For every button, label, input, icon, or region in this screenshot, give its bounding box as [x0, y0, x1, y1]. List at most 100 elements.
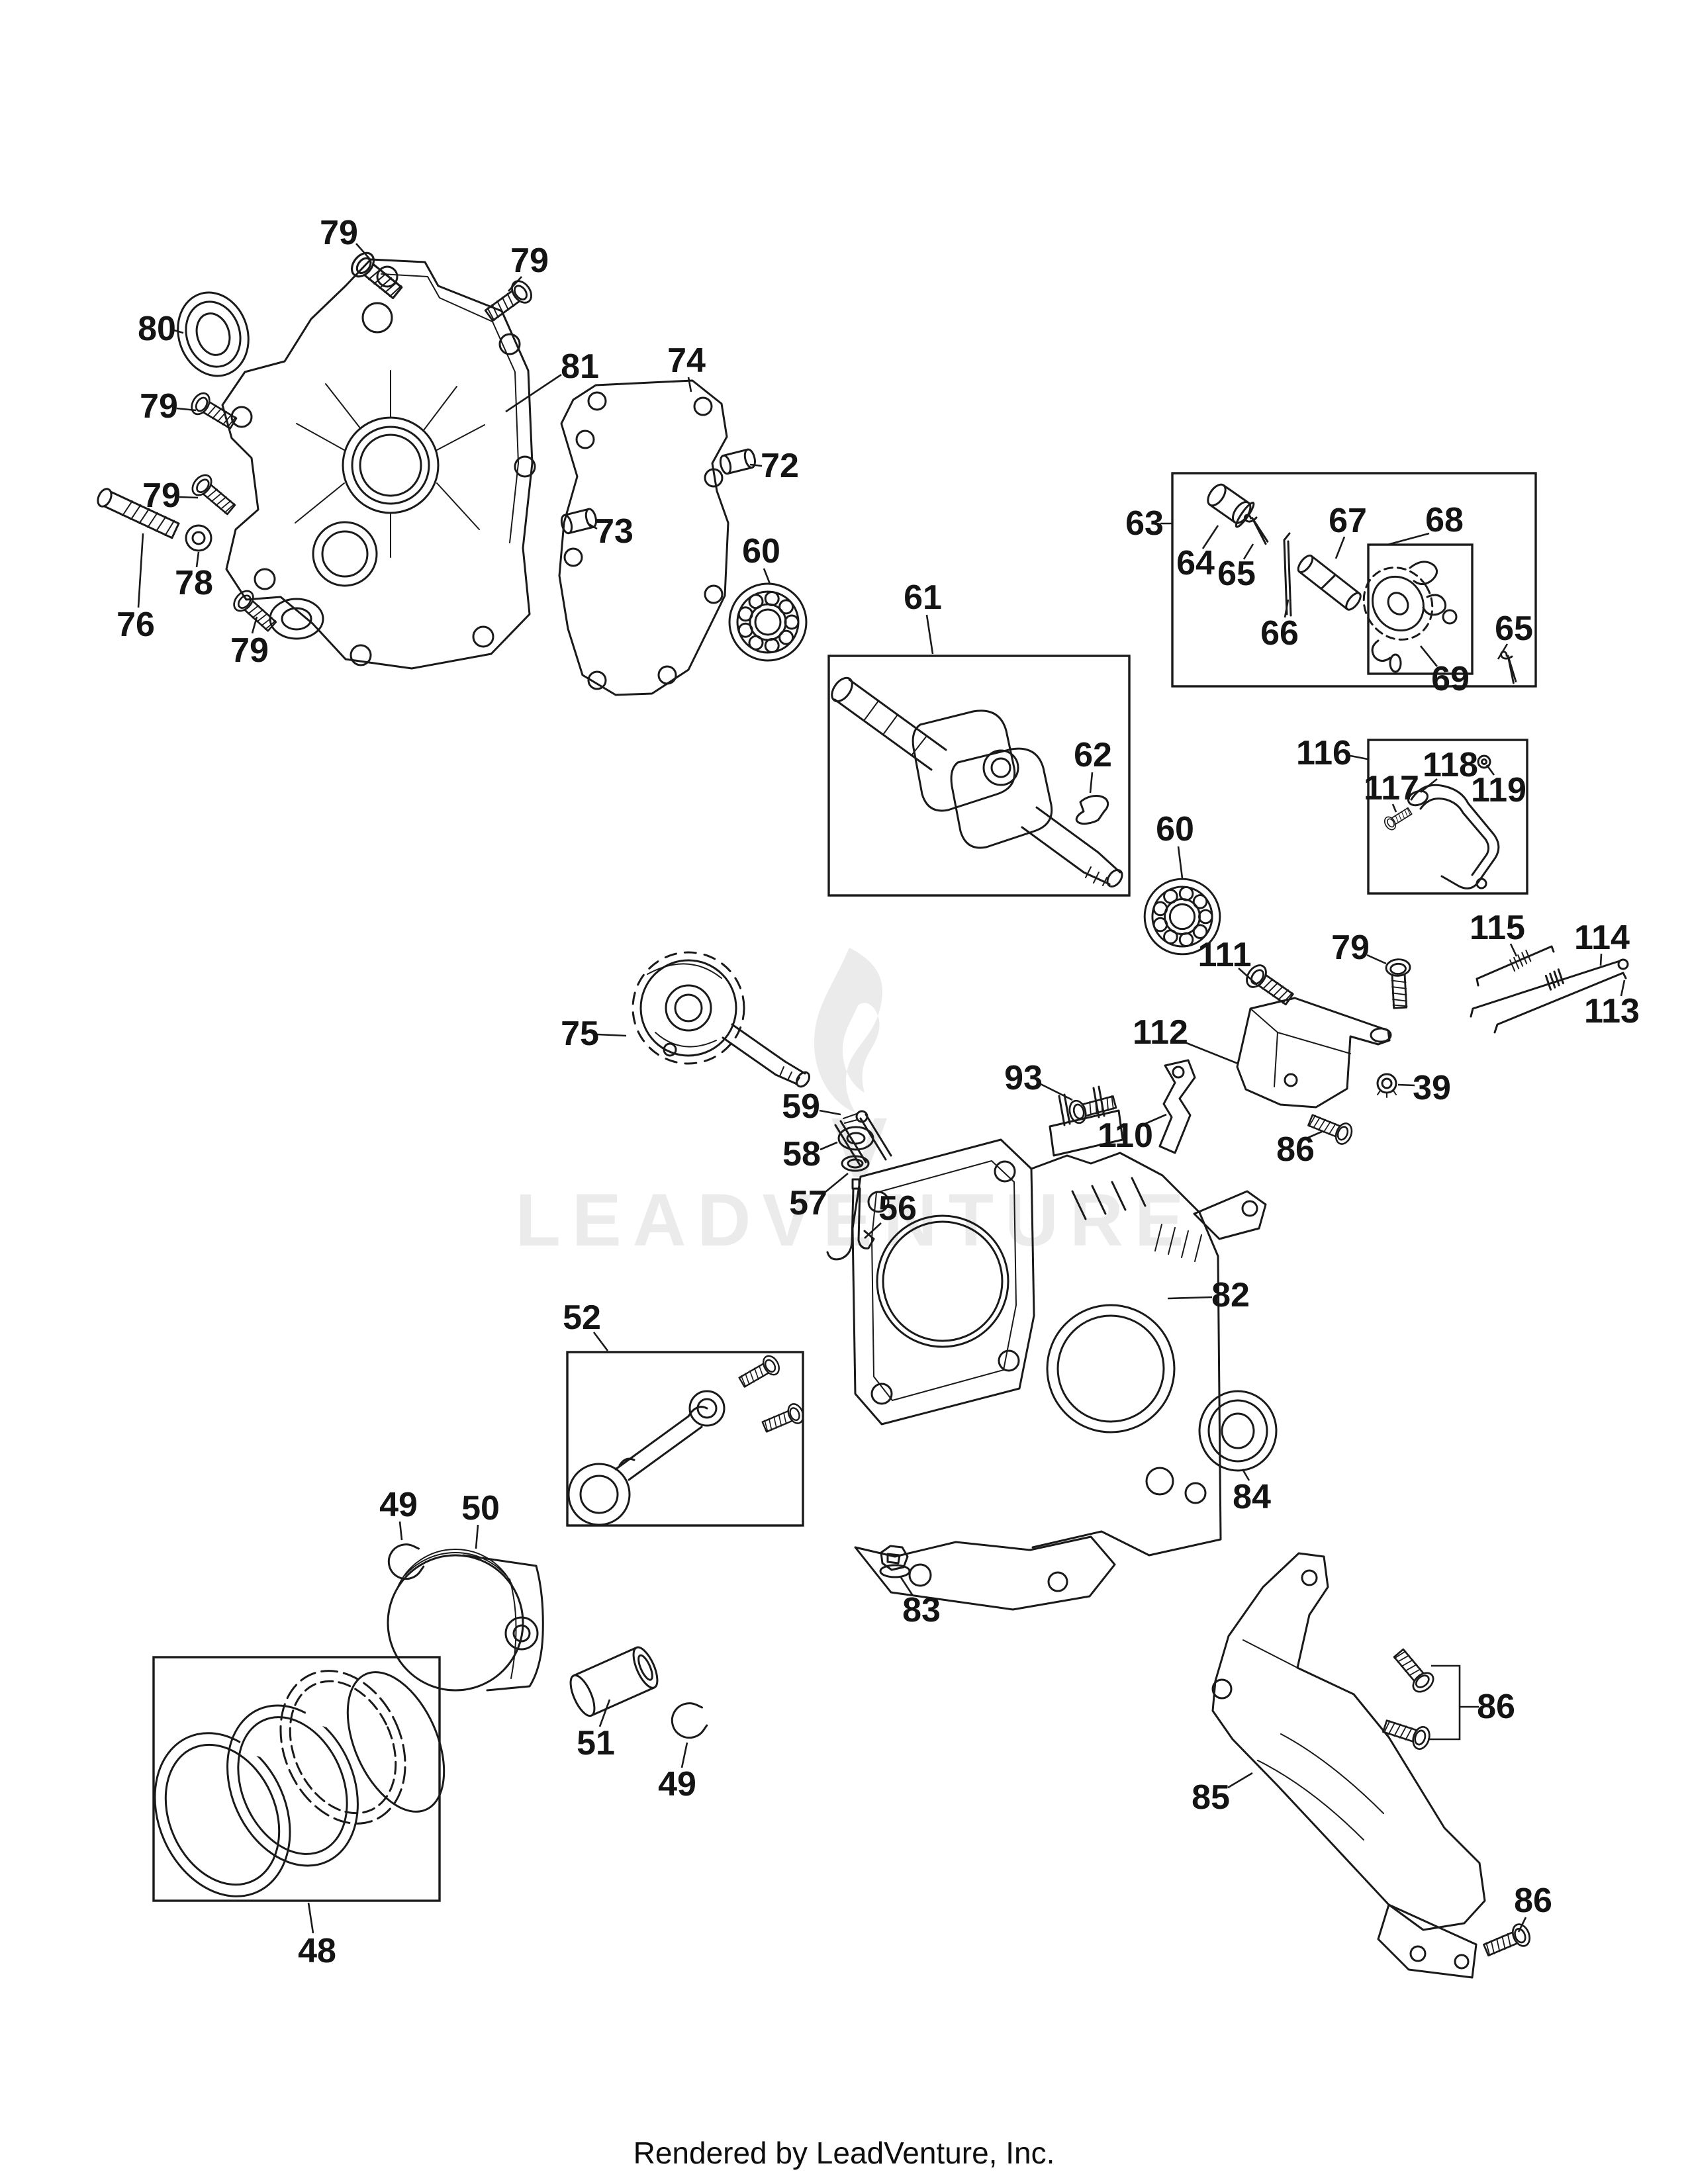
part-callout-80: 80 [138, 310, 184, 348]
callout-leader-119 [1485, 764, 1495, 776]
callout-leader-80 [173, 329, 184, 334]
callout-leader-49 [399, 1521, 403, 1541]
part-number-label: 63 [1125, 504, 1164, 543]
callout-leader-56 [864, 1222, 882, 1239]
callout-leader-118 [1420, 778, 1438, 794]
part-callout-116: 116 [1296, 734, 1368, 772]
part-number-label: 75 [561, 1015, 599, 1053]
part-number-label: 114 [1574, 919, 1630, 957]
part-number-label: 113 [1584, 992, 1640, 1030]
part-number-label: 84 [1233, 1478, 1271, 1516]
part-callout-59: 59 [782, 1087, 841, 1126]
callout-leader-65 [1497, 643, 1509, 660]
governor-bracket-box [1367, 739, 1528, 895]
governor-parts-box [1171, 472, 1537, 688]
part-callout-50: 50 [461, 1489, 500, 1549]
callout-leader-58 [820, 1141, 838, 1151]
part-callout-56: 56 [864, 1189, 917, 1239]
callout-leader-85 [1227, 1772, 1253, 1789]
part-callout-60: 60 [742, 532, 780, 584]
part-number-label: 66 [1260, 614, 1299, 653]
oil-dipper-group-drawing [826, 1110, 875, 1261]
part-callout-60: 60 [1156, 810, 1194, 879]
drain-plug-83-drawing [879, 1545, 911, 1578]
part-number-label: 81 [561, 347, 599, 386]
part-callout-63: 63 [1125, 504, 1172, 543]
part-number-label: 49 [379, 1486, 418, 1524]
callout-leader-79 [508, 276, 522, 292]
part-number-label: 79 [230, 631, 269, 670]
part-number-label: 119 [1471, 771, 1526, 809]
part-callout-49: 49 [379, 1486, 418, 1541]
callout-leader-51 [598, 1699, 611, 1727]
bolt-79-c [187, 388, 240, 434]
callout-leader-75 [596, 1033, 627, 1037]
part-number-label: 67 [1329, 502, 1367, 540]
piston-rings-drawing [154, 1670, 445, 1897]
part-number-label: 51 [577, 1724, 615, 1762]
part-callout-79: 79 [508, 242, 549, 292]
callout-leader-74 [687, 377, 692, 392]
part-callout-39: 39 [1397, 1069, 1451, 1107]
woodruff-key-62 [1075, 794, 1109, 825]
callout-leader-113 [1620, 979, 1626, 997]
part-number-label: 68 [1425, 501, 1464, 539]
part-callout-65: 65 [1217, 543, 1256, 593]
part-number-label: 62 [1074, 736, 1112, 774]
bolt-86-bracket-line [1428, 1664, 1461, 1741]
part-number-label: 60 [1156, 810, 1194, 848]
piston-pin-drawing [569, 1646, 659, 1717]
part-callout-117: 117 [1364, 769, 1419, 813]
part-callout-82: 82 [1167, 1276, 1250, 1314]
part-callout-79: 79 [140, 387, 197, 426]
callout-leader-79 [1366, 954, 1387, 965]
callout-leader-115 [1509, 943, 1518, 957]
part-callout-69: 69 [1419, 645, 1470, 698]
part-callout-68: 68 [1387, 501, 1464, 546]
callout-leader-86 [1517, 1917, 1527, 1933]
part-number-label: 78 [175, 564, 213, 602]
callout-leader-78 [195, 551, 200, 568]
part-number-label: 52 [563, 1298, 601, 1337]
part-number-label: 86 [1477, 1688, 1515, 1726]
part-number-label: 110 [1098, 1116, 1153, 1155]
part-number-label: 61 [904, 578, 942, 617]
part-number-label: 56 [878, 1189, 917, 1228]
part-callout-62: 62 [1074, 736, 1112, 794]
callout-leader-60 [763, 568, 771, 584]
callout-leader-64 [1201, 525, 1219, 549]
part-callout-73: 73 [587, 512, 633, 551]
callout-leader-79 [355, 243, 371, 261]
part-callout-79: 79 [230, 616, 269, 670]
part-number-label: 72 [761, 447, 799, 485]
part-number-label: 93 [1004, 1059, 1043, 1097]
part-number-label: 112 [1133, 1013, 1188, 1052]
callout-leader-79 [251, 616, 258, 634]
part-callout-115: 115 [1470, 909, 1525, 957]
callout-leader-117 [1391, 803, 1397, 813]
callout-leader-84 [1241, 1469, 1250, 1481]
part-number-label: 69 [1431, 660, 1470, 698]
part-number-label: 111 [1197, 936, 1251, 974]
part-callout-111: 111 [1197, 936, 1258, 985]
callout-leader-79 [179, 496, 199, 499]
parts-drawing [97, 248, 1629, 1979]
part-callout-64: 64 [1176, 525, 1219, 582]
part-callout-83: 83 [899, 1576, 941, 1629]
part-callout-112: 112 [1133, 1013, 1239, 1065]
callout-leader-76 [137, 533, 144, 608]
governor-arm-110-drawing [1158, 1059, 1196, 1154]
stud-76-drawing [97, 488, 180, 539]
washer-78-drawing [185, 524, 212, 552]
camshaft-drawing [632, 951, 811, 1088]
part-callout-51: 51 [577, 1699, 615, 1762]
part-number-label: 85 [1192, 1778, 1230, 1817]
callout-leader-67 [1335, 536, 1346, 559]
callout-leader-61 [925, 614, 934, 655]
part-number-label: 79 [140, 387, 178, 426]
part-callout-75: 75 [561, 1015, 627, 1053]
part-callout-118: 118 [1420, 746, 1478, 794]
part-callout-86: 86 [1514, 1882, 1552, 1933]
part-number-label: 60 [742, 532, 780, 570]
bolt-79-b [481, 276, 537, 326]
